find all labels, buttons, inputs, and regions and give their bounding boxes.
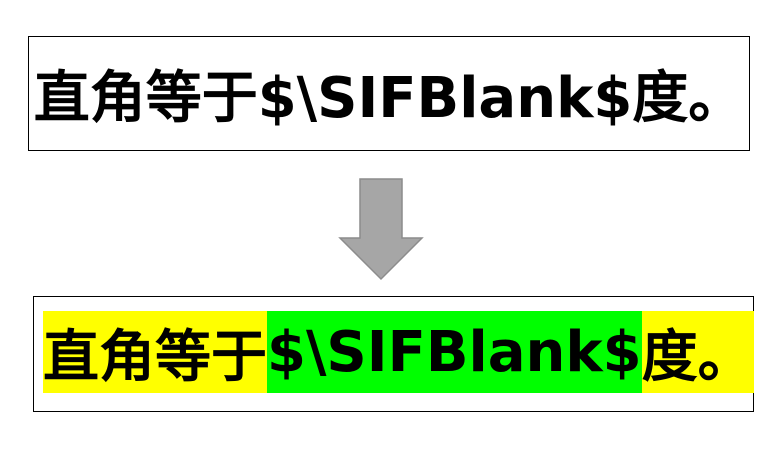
text-segment-plain-2: 度。 bbox=[641, 311, 754, 393]
source-text-box: 直角等于$\SIFBlank$度。 bbox=[28, 36, 750, 151]
highlighted-text-row: 直角等于 $\SIFBlank$ 度。 bbox=[43, 311, 754, 393]
text-segment-plain-1: 直角等于 bbox=[43, 311, 267, 393]
down-arrow-icon bbox=[338, 178, 424, 281]
text-segment-blank-placeholder: $\SIFBlank$ bbox=[267, 311, 642, 393]
source-text: 直角等于$\SIFBlank$度。 bbox=[33, 66, 745, 131]
highlighted-text-box: 直角等于 $\SIFBlank$ 度。 bbox=[33, 296, 754, 412]
